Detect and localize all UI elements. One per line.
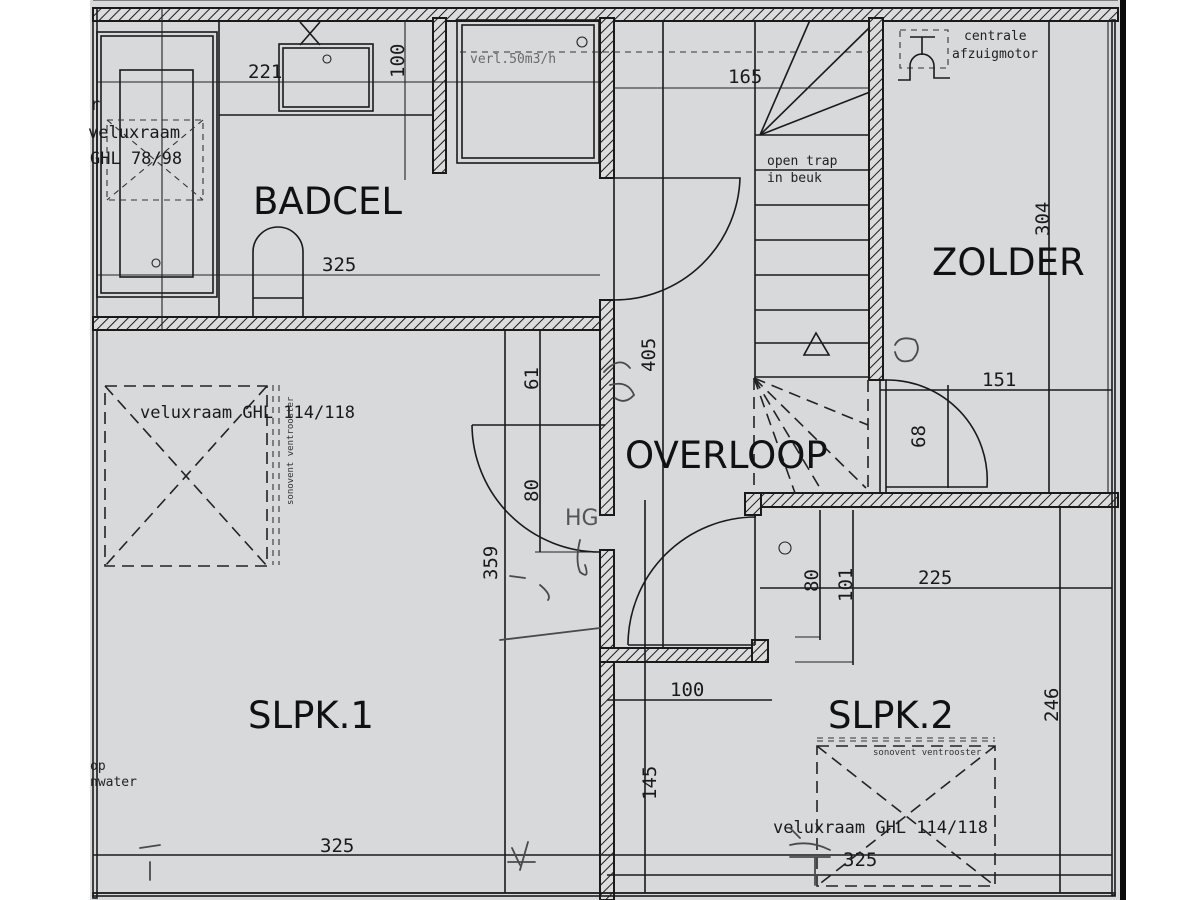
zolder-note-line2: afzuigmotor xyxy=(952,47,1038,62)
dim-zolder-height: 304 xyxy=(1032,202,1054,236)
staircase: 165 open trap in beuk xyxy=(614,19,871,648)
shower-ventilation-label: verl.50m3/h xyxy=(470,52,556,67)
room-label-overloop: OVERLOOP xyxy=(625,434,828,477)
dim-slpk2-door-a: 80 xyxy=(801,569,823,592)
zolder-note-line1: centrale xyxy=(964,29,1027,44)
dim-slpk2-height: 246 xyxy=(1041,688,1063,722)
dim-slpk1-door-b: 80 xyxy=(521,479,543,502)
shower: verl.50m3/h xyxy=(456,19,870,164)
room-badcel: BADCEL 325 221 100 r veluxraam GHL 78/98 xyxy=(88,8,741,330)
dim-slpk1-door-a: 61 xyxy=(521,367,543,390)
room-overloop: OVERLOOP 405 xyxy=(603,338,828,646)
room-label-slpk1: SLPK.1 xyxy=(248,694,374,737)
room-slpk1: veluxraam GHL 114/118 sonovent ventroost… xyxy=(90,330,1112,893)
paper-edge xyxy=(1120,0,1126,900)
dim-badcel-vertical: 100 xyxy=(387,44,409,78)
velux-badcel-line2: GHL 78/98 xyxy=(90,149,182,169)
velux-badcel-prefix: r xyxy=(90,95,100,115)
walls xyxy=(92,0,1119,900)
dim-badcel-top: 221 xyxy=(248,61,282,83)
velux-badcel-line1: veluxraam xyxy=(88,123,180,143)
dim-badcel-width: 325 xyxy=(322,254,356,276)
dim-overloop-height: 405 xyxy=(638,338,660,372)
rainwater-line1: op xyxy=(90,759,106,774)
dim-slpk2-width-top: 225 xyxy=(918,567,952,589)
room-slpk2: 80 101 225 246 100 145 SLPK.2 sonovent v… xyxy=(607,500,1112,893)
stair-note-line2: in beuk xyxy=(767,171,822,186)
sonovent-label-slpk1: sonovent ventrooster xyxy=(286,396,296,505)
rainwater-line2: nwater xyxy=(90,775,137,790)
room-label-zolder: ZOLDER xyxy=(932,241,1085,284)
sonovent-label-slpk2: sonovent ventrooster xyxy=(873,748,982,758)
velux-window-slpk2 xyxy=(816,745,996,887)
room-label-slpk2: SLPK.2 xyxy=(828,694,954,737)
room-zolder: centrale afzuigmotor ZOLDER 304 151 68 xyxy=(879,20,1112,494)
dim-slpk2-side: 145 xyxy=(639,766,661,800)
pencil-note-hg: HG xyxy=(565,506,599,531)
velux-label-slpk2: veluxraam GHL 114/118 xyxy=(773,818,988,838)
stair-direction-icon xyxy=(802,331,831,356)
dim-zolder-width: 151 xyxy=(982,369,1016,391)
room-label-badcel: BADCEL xyxy=(253,180,402,223)
dim-slpk2-left: 100 xyxy=(670,679,704,701)
stair-note-line1: open trap xyxy=(767,154,838,169)
velux-label-slpk1: veluxraam GHL 114/118 xyxy=(140,403,355,423)
dim-slpk2-width: 325 xyxy=(843,849,877,871)
velux-window-slpk1 xyxy=(104,385,268,567)
dim-slpk1-width: 325 xyxy=(320,835,354,857)
dim-slpk1-height: 359 xyxy=(480,546,502,580)
dim-slpk2-door-b: 101 xyxy=(835,568,857,602)
dim-closet-depth: 68 xyxy=(908,425,930,448)
dim-stair-width: 165 xyxy=(728,66,762,88)
stair-winder-dashed xyxy=(753,377,869,494)
